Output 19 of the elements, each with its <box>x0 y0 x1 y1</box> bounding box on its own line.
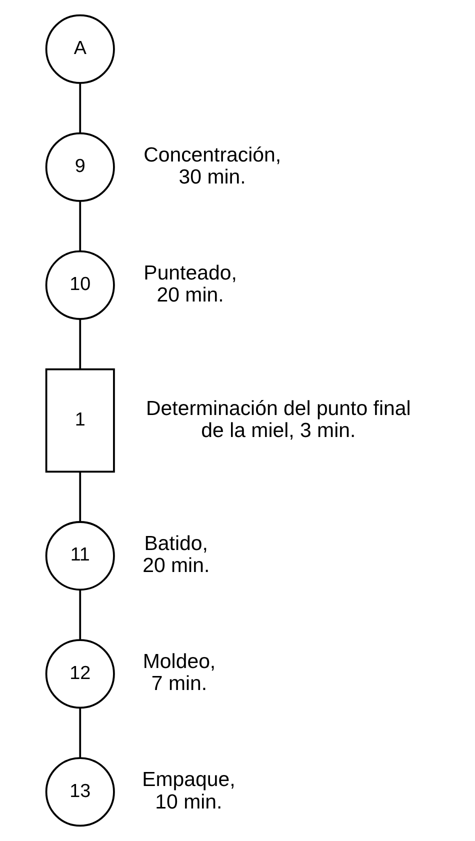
node-label: Moldeo, 7 min. <box>142 650 216 696</box>
node-label: Empaque, 10 min. <box>142 768 236 814</box>
connector <box>79 319 82 370</box>
node-label: Batido, 20 min. <box>142 532 210 578</box>
node-label: Concentración, 30 min. <box>144 143 282 188</box>
connector <box>79 201 82 252</box>
connector <box>79 472 82 522</box>
node-label: Punteado, 20 min. <box>144 261 237 307</box>
node-circle: 9 <box>45 132 115 202</box>
node-circle: 11 <box>45 521 115 591</box>
node-label: Determinación del punto final de la miel, 3 min. <box>146 396 411 442</box>
connector <box>79 83 82 134</box>
connector <box>79 708 82 758</box>
node-circle: 10 <box>45 250 115 320</box>
node-box: 1 <box>45 368 115 473</box>
node-circle: A <box>45 14 115 84</box>
node-circle: 13 <box>45 757 115 827</box>
connector <box>79 590 82 640</box>
node-circle: 12 <box>45 639 115 709</box>
